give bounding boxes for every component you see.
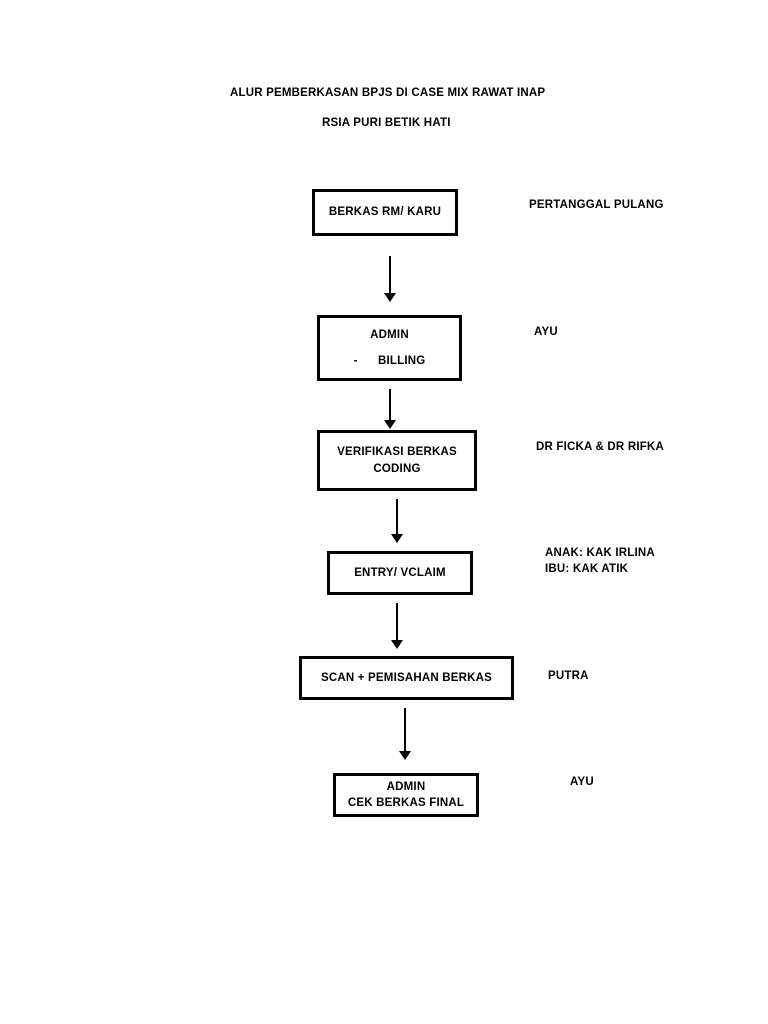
annotation-line: AYU bbox=[534, 326, 558, 338]
flow-node-scan-pemisahan-berkas[interactable]: SCAN + PEMISAHAN BERKAS bbox=[299, 656, 514, 700]
flow-node-admin-cek-berkas-final[interactable]: ADMIN CEK BERKAS FINAL bbox=[333, 773, 479, 817]
title-line-2: RSIA PURI BETIK HATI bbox=[322, 117, 451, 129]
flow-node-verifikasi-berkas-coding[interactable]: VERIFIKASI BERKAS CODING bbox=[317, 430, 477, 491]
annotation-line: PUTRA bbox=[548, 670, 589, 682]
annotation-line: DR FICKA & DR RIFKA bbox=[536, 441, 664, 453]
annotation-admin-cek-berkas-final: AYU bbox=[570, 775, 594, 791]
annotation-entry-vclaim: ANAK: KAK IRLINA IBU: KAK ATIK bbox=[545, 546, 655, 577]
flow-node-entry-vclaim[interactable]: ENTRY/ VCLAIM bbox=[327, 551, 473, 595]
flow-node-label: ADMIN bbox=[386, 780, 426, 793]
flow-arrow-5-to-6 bbox=[398, 708, 412, 760]
flow-node-label: CODING bbox=[373, 462, 421, 475]
flow-arrow-3-to-4 bbox=[390, 499, 404, 543]
flow-node-admin-billing[interactable]: ADMIN - BILLING bbox=[317, 315, 462, 381]
flow-node-label: SCAN + PEMISAHAN BERKAS bbox=[320, 671, 493, 684]
flow-node-label: VERIFIKASI BERKAS bbox=[337, 446, 457, 459]
flow-arrow-2-to-3 bbox=[383, 389, 397, 429]
annotation-line: PERTANGGAL PULANG bbox=[529, 199, 664, 211]
flow-node-label: - BILLING bbox=[353, 355, 426, 367]
annotation-verifikasi-berkas-coding: DR FICKA & DR RIFKA bbox=[536, 440, 664, 456]
flow-node-label: CEK BERKAS FINAL bbox=[347, 797, 465, 809]
flow-node-label: ENTRY/ VCLAIM bbox=[354, 566, 446, 579]
flow-node-label: ADMIN bbox=[370, 328, 409, 341]
annotation-scan-pemisahan-berkas: PUTRA bbox=[548, 669, 589, 685]
flow-arrow-1-to-2 bbox=[383, 256, 397, 302]
flow-arrow-4-to-5 bbox=[390, 603, 404, 649]
title-line-1: ALUR PEMBERKASAN BPJS DI CASE MIX RAWAT … bbox=[230, 87, 546, 99]
annotation-line: IBU: KAK ATIK bbox=[545, 562, 629, 575]
annotation-admin-billing: AYU bbox=[534, 325, 558, 341]
flow-node-label: BERKAS RM/ KARU bbox=[328, 206, 442, 219]
annotation-line: ANAK: KAK IRLINA bbox=[545, 547, 655, 559]
annotation-line: AYU bbox=[570, 776, 594, 788]
flow-node-berkas-rm-karu[interactable]: BERKAS RM/ KARU bbox=[312, 189, 458, 236]
annotation-berkas-rm-karu: PERTANGGAL PULANG bbox=[529, 198, 664, 214]
